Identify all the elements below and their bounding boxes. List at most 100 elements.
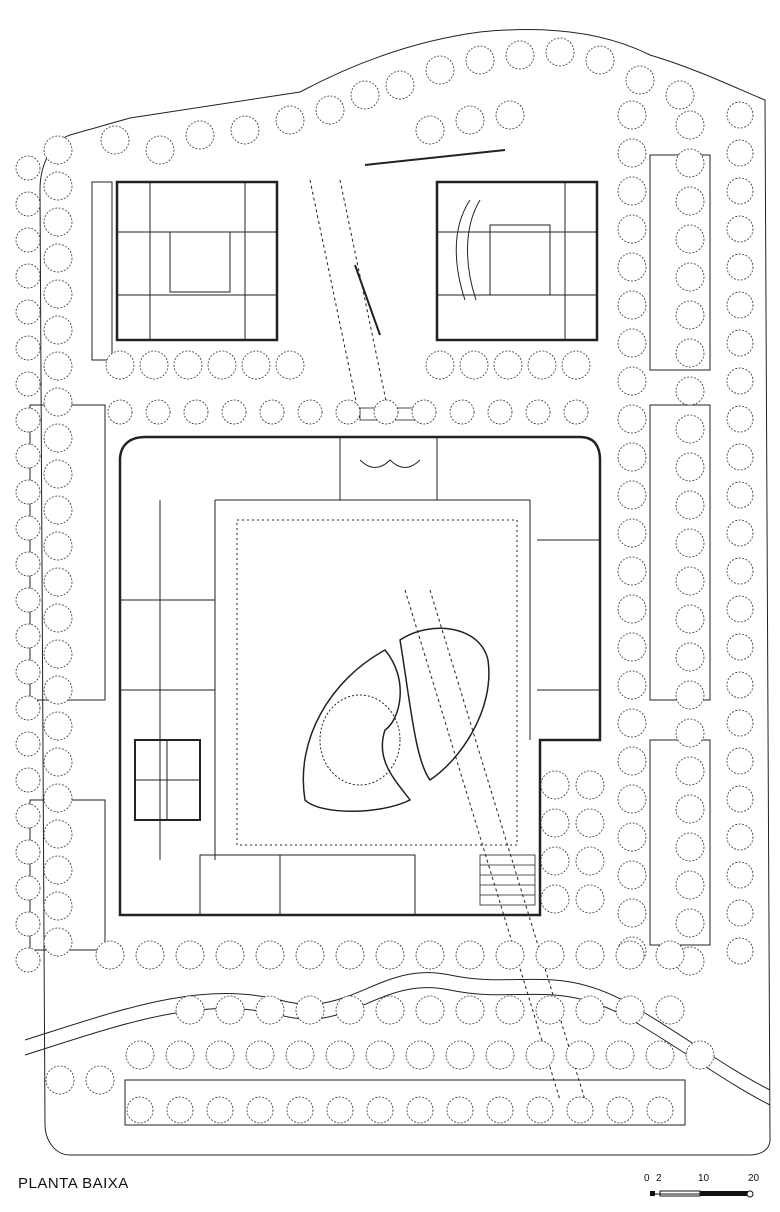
tree-icon: [615, 940, 645, 970]
building-northeast: [435, 180, 599, 342]
tree-icon: [675, 338, 705, 368]
tree-icon: [221, 399, 247, 425]
tree-icon: [105, 350, 135, 380]
curved-path: [24, 972, 771, 1091]
tree-icon: [43, 531, 73, 561]
tree-icon: [726, 215, 754, 243]
tree-icon: [145, 399, 171, 425]
tree-icon: [617, 176, 647, 206]
tree-icon: [675, 262, 705, 292]
tree-icon: [295, 995, 325, 1025]
tree-icon: [525, 1040, 555, 1070]
tree-icon: [449, 399, 475, 425]
tree-icon: [185, 120, 215, 150]
tree-icon: [726, 785, 754, 813]
tree-icon: [43, 639, 73, 669]
tree-icon: [207, 350, 237, 380]
tree-icon: [43, 747, 73, 777]
tree-icon: [326, 1096, 354, 1124]
tree-icon: [241, 350, 271, 380]
tree-icon: [545, 37, 575, 67]
tree-icon: [575, 940, 605, 970]
tree-icon: [275, 350, 305, 380]
tree-icon: [675, 148, 705, 178]
tree-icon: [617, 214, 647, 244]
tree-icon: [15, 803, 41, 829]
pavilion: [302, 627, 490, 812]
tree-icon: [205, 1040, 235, 1070]
tree-icon: [15, 767, 41, 793]
tree-icon: [617, 670, 647, 700]
tree-icon: [561, 350, 591, 380]
tree-icon: [15, 227, 41, 253]
tree-icon: [615, 995, 645, 1025]
tree-icon: [259, 399, 285, 425]
tree-icon: [487, 399, 513, 425]
tree-icon: [655, 995, 685, 1025]
tree-icon: [43, 135, 73, 165]
tree-icon: [100, 125, 130, 155]
tree-icon: [675, 870, 705, 900]
tree-icon: [215, 995, 245, 1025]
tree-icon: [726, 557, 754, 585]
tree-icon: [325, 1040, 355, 1070]
tree-icon: [465, 45, 495, 75]
tree-icon: [575, 770, 605, 800]
tree-icon: [505, 40, 535, 70]
tree-icon: [375, 995, 405, 1025]
site-plan-drawing: [15, 29, 771, 1156]
tree-icon: [575, 846, 605, 876]
scale-label-10: 10: [698, 1173, 710, 1184]
tree-icon: [15, 587, 41, 613]
tree-icon: [540, 770, 570, 800]
tree-icon: [15, 623, 41, 649]
tree-icon: [15, 479, 41, 505]
tree-icon: [15, 263, 41, 289]
tree-icon: [95, 940, 125, 970]
tree-icon: [85, 1065, 115, 1095]
tree-icon: [459, 350, 489, 380]
tree-icon: [665, 80, 695, 110]
tree-icon: [675, 718, 705, 748]
tree-icon: [43, 855, 73, 885]
tree-icon: [575, 884, 605, 914]
tree-icon: [145, 135, 175, 165]
tree-icon: [246, 1096, 274, 1124]
tree-icon: [425, 350, 455, 380]
tree-icon: [625, 65, 655, 95]
tree-icon: [215, 940, 245, 970]
tree-icon: [726, 709, 754, 737]
tree-icon: [43, 459, 73, 489]
tree-icon: [495, 940, 525, 970]
tree-icon: [485, 1040, 515, 1070]
tree-icon: [43, 207, 73, 237]
tree-icon: [43, 279, 73, 309]
tree-icon: [726, 633, 754, 661]
tree-icon: [646, 1096, 674, 1124]
tree-icon: [495, 100, 525, 130]
tree-icon: [617, 252, 647, 282]
tree-icon: [525, 399, 551, 425]
tree-icon: [126, 1096, 154, 1124]
steps: [359, 407, 536, 906]
tree-icon: [617, 290, 647, 320]
tree-icon: [606, 1096, 634, 1124]
building-northwest: [91, 180, 279, 361]
tree-icon: [405, 1040, 435, 1070]
tree-icon: [15, 731, 41, 757]
tree-icon: [527, 350, 557, 380]
tree-icon: [43, 711, 73, 741]
tree-icon: [535, 995, 565, 1025]
tree-icon: [166, 1096, 194, 1124]
tree-icon: [617, 442, 647, 472]
tree-icon: [411, 399, 437, 425]
tree-icon: [675, 528, 705, 558]
tree-icon: [675, 566, 705, 596]
tree-icon: [645, 1040, 675, 1070]
tree-icon: [15, 443, 41, 469]
tree-icon: [385, 70, 415, 100]
tree-icon: [726, 101, 754, 129]
tree-icon: [675, 756, 705, 786]
tree-icon: [15, 839, 41, 865]
tree-icon: [675, 186, 705, 216]
